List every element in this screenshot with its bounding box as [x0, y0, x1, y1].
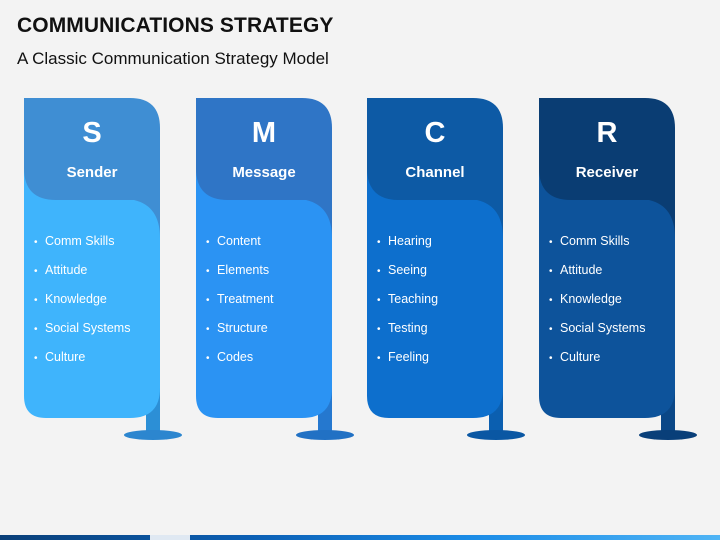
list-item-label: Treatment — [217, 292, 274, 306]
bullet-icon: • — [549, 324, 553, 335]
bullet-icon: • — [549, 237, 553, 248]
list-item-label: Seeing — [388, 263, 427, 277]
list-item: • Seeing — [377, 263, 438, 292]
list-item-label: Culture — [560, 350, 601, 364]
page-title: COMMUNICATIONS STRATEGY — [17, 14, 334, 37]
list-item-label: Comm Skills — [45, 234, 115, 248]
card-shape — [24, 98, 182, 440]
list-item-label: Elements — [217, 263, 270, 277]
bullet-icon: • — [34, 353, 38, 364]
list-item: • Testing — [377, 321, 438, 350]
bullet-icon: • — [206, 353, 210, 364]
list-item: • Social Systems — [34, 321, 130, 350]
card-title: Channel — [405, 164, 465, 181]
list-item-label: Attitude — [45, 263, 88, 277]
list-item: • Comm Skills — [34, 234, 130, 263]
list-item: • Treatment — [206, 292, 274, 321]
list-item: • Culture — [34, 350, 130, 379]
bullet-icon: • — [34, 237, 38, 248]
bullet-icon: • — [206, 295, 210, 306]
list-item-label: Testing — [388, 321, 428, 335]
list-item: • Structure — [206, 321, 274, 350]
bullet-icon: • — [377, 237, 381, 248]
list-item-label: Culture — [45, 350, 86, 364]
list-item: • Social Systems — [549, 321, 645, 350]
card-letter: M — [251, 117, 277, 149]
bullet-icon: • — [377, 353, 381, 364]
list-item: • Knowledge — [549, 292, 645, 321]
card-channel: C Channel • Hearing • Seeing • Teaching • Testing… — [367, 98, 525, 443]
bullet-icon: • — [34, 295, 38, 306]
list-item-label: Social Systems — [560, 321, 646, 335]
card-shape — [196, 98, 354, 440]
page-subtitle: A Classic Communication Strategy Model — [17, 49, 329, 68]
card-letter: R — [596, 117, 618, 149]
bullet-icon: • — [549, 353, 553, 364]
card-item-list: • Content • Elements • Treatment • Structure • Co… — [206, 234, 274, 379]
list-item-label: Comm Skills — [560, 234, 630, 248]
card-title: Receiver — [575, 164, 639, 181]
bullet-icon: • — [206, 237, 210, 248]
list-item: • Comm Skills — [549, 234, 645, 263]
list-item: • Teaching — [377, 292, 438, 321]
list-item: • Elements — [206, 263, 274, 292]
list-item-label: Knowledge — [45, 292, 107, 306]
card-message: M Message • Content • Elements • Treatment • Stru… — [196, 98, 354, 443]
list-item: • Attitude — [34, 263, 130, 292]
card-item-list: • Comm Skills • Attitude • Knowledge • Social S… — [549, 234, 645, 379]
list-item: • Feeling — [377, 350, 438, 379]
card-title: Message — [232, 164, 296, 181]
card-receiver: R Receiver • Comm Skills • Attitude • Knowledge… — [539, 98, 697, 443]
list-item: • Content — [206, 234, 274, 263]
list-item: • Culture — [549, 350, 645, 379]
list-item-label: Attitude — [560, 263, 603, 277]
bullet-icon: • — [549, 266, 553, 277]
list-item-label: Social Systems — [45, 321, 131, 335]
bullet-icon: • — [34, 266, 38, 277]
list-item: • Knowledge — [34, 292, 130, 321]
list-item-label: Content — [217, 234, 261, 248]
list-item: • Codes — [206, 350, 274, 379]
card-item-list: • Comm Skills • Attitude • Knowledge • Social S… — [34, 234, 130, 379]
card-letter: C — [424, 117, 446, 149]
bullet-icon: • — [34, 324, 38, 335]
list-item-label: Codes — [217, 350, 254, 364]
bullet-icon: • — [377, 324, 381, 335]
card-shape — [367, 98, 525, 440]
bullet-icon: • — [549, 295, 553, 306]
footer-bar — [0, 535, 720, 540]
card-letter: S — [82, 117, 102, 149]
list-item-label: Hearing — [388, 234, 432, 248]
list-item: • Attitude — [549, 263, 645, 292]
bullet-icon: • — [377, 295, 381, 306]
list-item-label: Structure — [217, 321, 268, 335]
card-item-list: • Hearing • Seeing • Teaching • Testing • Feeling — [377, 234, 438, 379]
list-item-label: Knowledge — [560, 292, 622, 306]
list-item-label: Teaching — [388, 292, 439, 306]
bullet-icon: • — [206, 266, 210, 277]
card-sender: S Sender • Comm Skills • Attitude • Knowledge • S… — [24, 98, 182, 443]
list-item-label: Feeling — [388, 350, 429, 364]
bullet-icon: • — [206, 324, 210, 335]
bullet-icon: • — [377, 266, 381, 277]
card-shape — [539, 98, 697, 440]
list-item: • Hearing — [377, 234, 438, 263]
card-title: Sender — [66, 164, 118, 181]
